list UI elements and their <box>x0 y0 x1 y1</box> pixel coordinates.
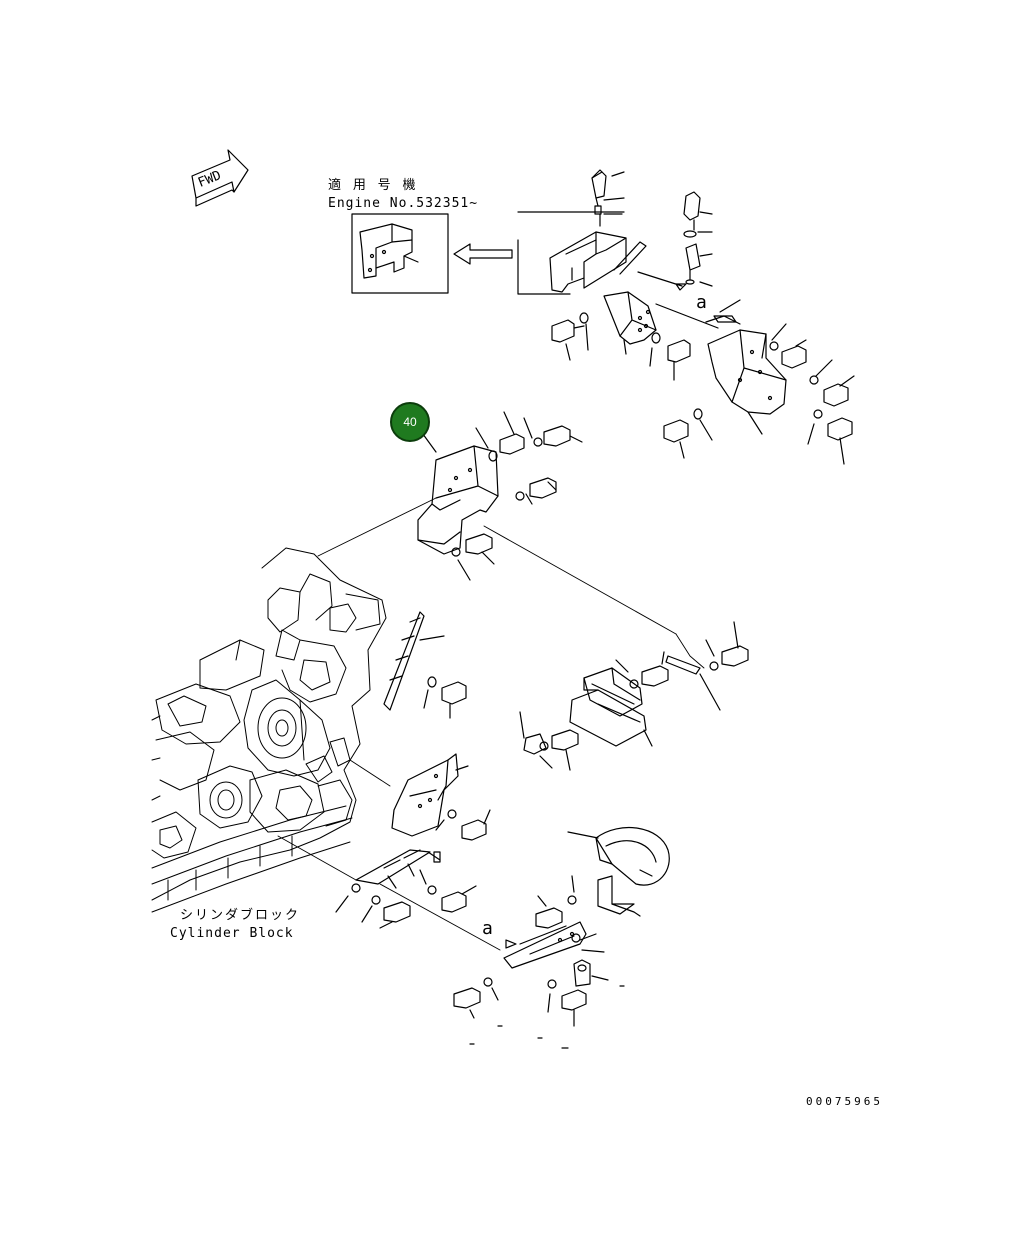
cylinder-block-label-en: Cylinder Block <box>170 926 294 941</box>
cylinder-block-label-jp: シリンダブロック <box>180 908 301 923</box>
pulley-cover <box>567 826 670 917</box>
fwd-arrow-icon <box>191 149 249 207</box>
part-40-cover <box>417 411 583 581</box>
applicability-inset <box>351 211 625 295</box>
cylinder-block <box>151 547 387 913</box>
bottom-long-bracket <box>453 875 625 1049</box>
stud-plate <box>335 849 477 929</box>
applicable-title: 適 用 号 機 <box>328 178 418 193</box>
callout-40[interactable]: 40 <box>390 402 430 442</box>
applicable-engine-number: Engine No.532351~ <box>328 196 479 211</box>
side-bracket-pair <box>519 621 749 771</box>
detail-marker-a-bottom: a <box>482 918 493 939</box>
drawing-number: 00075965 <box>806 1095 883 1108</box>
upper-bracket-assembly <box>549 169 855 465</box>
lower-bracket <box>391 753 491 841</box>
strip-bracket <box>383 611 467 719</box>
leader-lines <box>277 497 705 951</box>
detail-marker-a-top: a <box>696 292 707 313</box>
